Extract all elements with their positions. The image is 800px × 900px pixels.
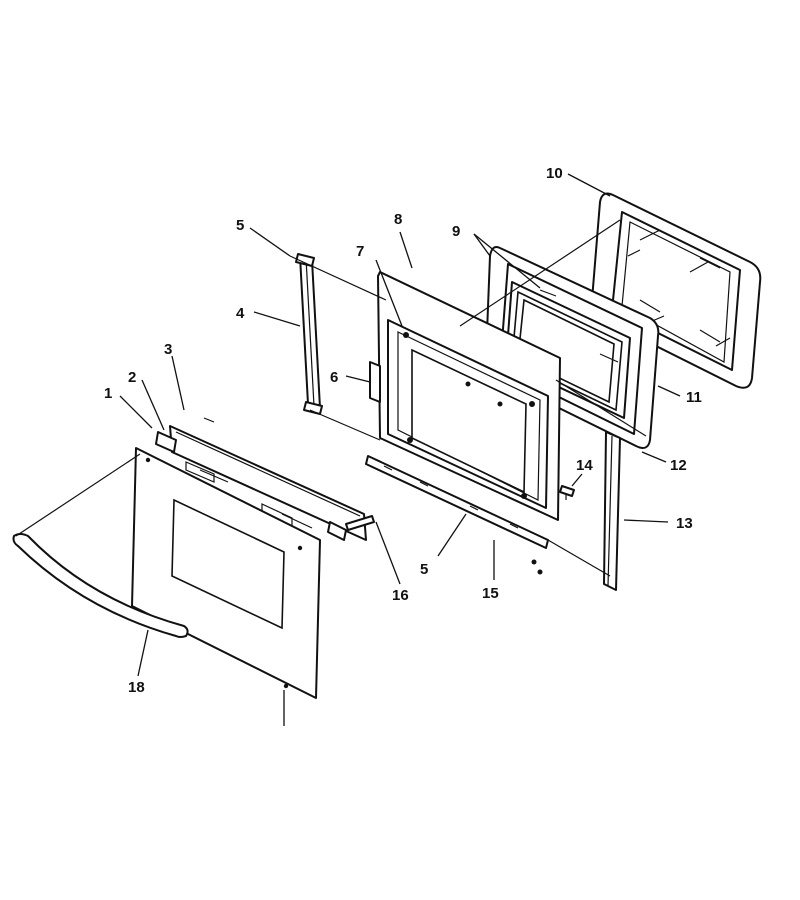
- callout-13: 13: [676, 515, 693, 532]
- leader-lines: [15, 173, 681, 726]
- part-8-door-liner: [377, 271, 561, 521]
- callout-5-bottom: 5: [420, 561, 428, 578]
- callout-1: 1: [104, 385, 112, 402]
- part-10-rear-frame: [590, 192, 762, 389]
- callout-5-top: 5: [236, 217, 244, 234]
- callout-9: 9: [452, 223, 460, 240]
- part-14-screw: [559, 485, 575, 500]
- part-13-right-channel: [603, 431, 621, 591]
- callout-2: 2: [128, 369, 136, 386]
- callout-4: 4: [236, 305, 245, 322]
- callout-11: 11: [686, 389, 702, 406]
- part-15-bottom-rail: [365, 455, 549, 575]
- part-6-hinge-bracket: [369, 361, 381, 403]
- part-3-top-trim: [155, 417, 367, 541]
- outer-door-panel: [131, 447, 321, 699]
- callout-3: 3: [164, 341, 172, 358]
- part-16-screw: [345, 515, 375, 531]
- callout-15: 15: [482, 585, 499, 602]
- callout-6: 6: [330, 369, 338, 386]
- part-4-left-channel: [295, 253, 323, 415]
- callout-7: 7: [356, 243, 364, 260]
- callout-10: 10: [546, 165, 563, 182]
- callout-18: 18: [128, 679, 145, 696]
- callout-labels: 1 2 3 4 5 5 6 7 8 9 10 11 12 13 14 15 16…: [104, 165, 702, 696]
- part-18-handle: [12, 533, 189, 638]
- callout-14: 14: [576, 457, 593, 474]
- callout-12: 12: [670, 457, 687, 474]
- callout-8: 8: [394, 211, 402, 228]
- callout-16: 16: [392, 587, 409, 604]
